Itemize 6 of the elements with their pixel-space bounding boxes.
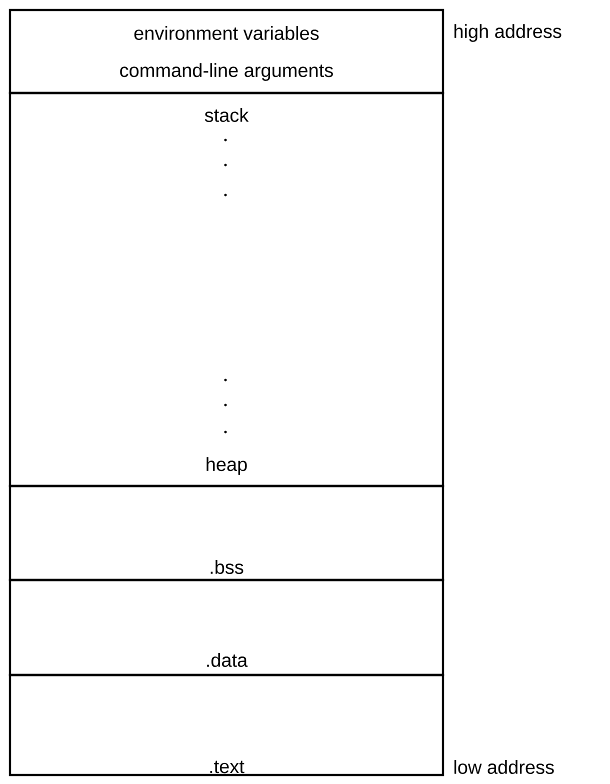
- memory-segment: .bss: [8, 484, 444, 582]
- address-label: high address: [454, 24, 562, 42]
- memory-segment: stack heap: [8, 92, 444, 488]
- address-label: low address: [454, 760, 554, 774]
- memory-segment: .data: [8, 578, 444, 676]
- memory-segment: .text: [8, 674, 444, 776]
